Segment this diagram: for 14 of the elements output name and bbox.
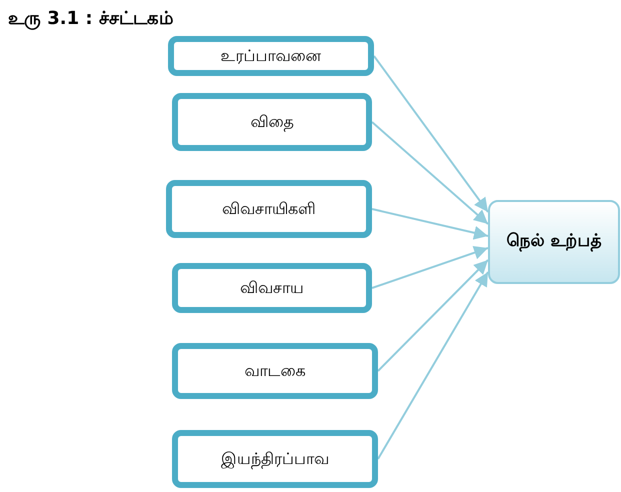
- figure-title: உரு 3.1 : ச்சட்டகம்: [8, 8, 173, 31]
- arrow: [377, 259, 489, 372]
- arrow: [371, 121, 489, 225]
- arrow: [372, 246, 488, 289]
- process-box: விவசாயிகளி: [166, 180, 372, 238]
- result-box: நெல் உற்பத்: [488, 200, 620, 284]
- process-box: வாடகை: [172, 343, 378, 399]
- arrow: [377, 272, 489, 460]
- arrow: [372, 208, 488, 240]
- process-box: உரப்பாவனை: [168, 36, 374, 76]
- arrow: [373, 55, 489, 213]
- process-box: விவசாய: [172, 263, 372, 313]
- process-box: இயந்திரப்பாவ: [172, 430, 378, 488]
- process-box: விதை: [172, 93, 372, 151]
